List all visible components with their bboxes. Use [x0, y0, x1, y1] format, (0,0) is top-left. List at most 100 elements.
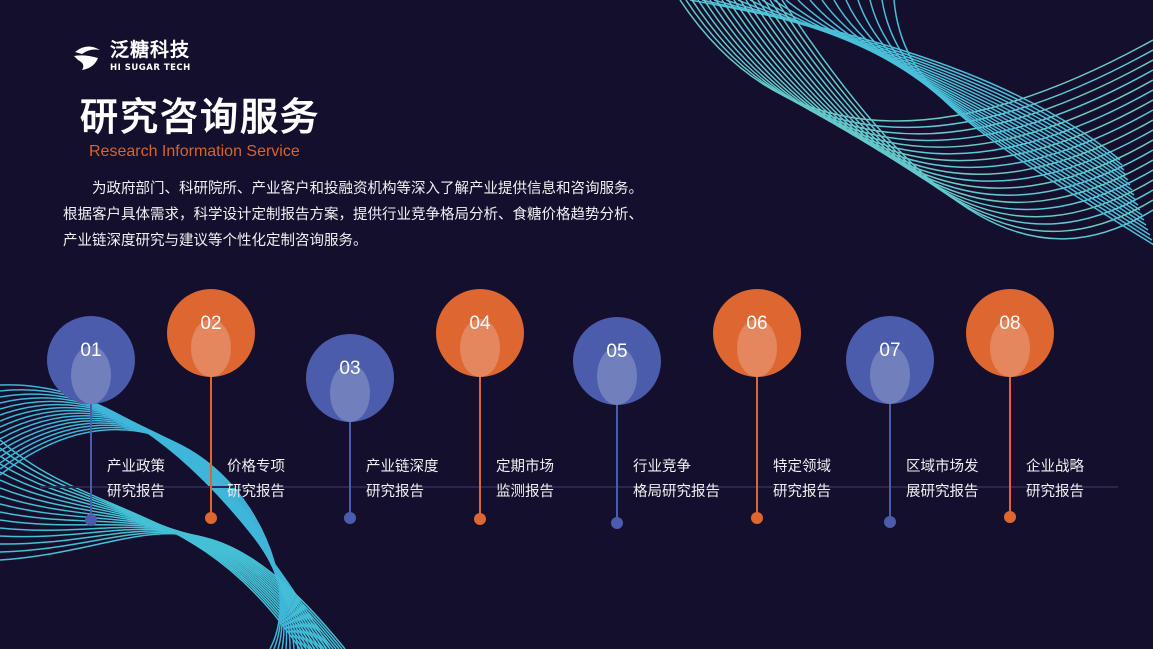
- timeline-dot: [611, 517, 623, 529]
- item-number: 02: [200, 313, 222, 334]
- mesh-line: [0, 531, 343, 649]
- item-number: 05: [606, 341, 628, 362]
- stem: [90, 390, 92, 520]
- label-line1: 区域市场发: [906, 459, 979, 475]
- number-circle: 04: [436, 289, 524, 377]
- stem: [889, 390, 891, 522]
- number-circle: 02: [167, 289, 255, 377]
- circle-highlight: [191, 319, 231, 377]
- number-circle: 07: [846, 316, 934, 404]
- circle-highlight: [737, 319, 777, 377]
- number-circle: 06: [713, 289, 801, 377]
- item-label: 产业政策研究报告: [107, 455, 165, 505]
- label-line2: 研究报告: [1026, 484, 1084, 500]
- mesh-line: [763, 0, 1153, 218]
- item-label: 区域市场发展研究报告: [906, 455, 979, 505]
- mesh-line: [775, 0, 1153, 233]
- mesh-line: [857, 0, 1149, 231]
- number-circle: 03: [306, 334, 394, 422]
- mesh-line: [709, 0, 1153, 155]
- timeline-dot: [205, 512, 217, 524]
- circle-highlight: [870, 346, 910, 404]
- item-label: 特定领域研究报告: [773, 455, 831, 505]
- item-number: 04: [469, 313, 491, 334]
- mesh-line: [697, 0, 1153, 142]
- mesh-line: [0, 389, 327, 649]
- mesh-line: [833, 0, 1145, 221]
- circle-highlight: [460, 319, 500, 377]
- item-label: 定期市场监测报告: [496, 455, 554, 505]
- timeline-dot: [344, 512, 356, 524]
- mesh-line: [725, 0, 1127, 176]
- circle-highlight: [990, 319, 1030, 377]
- circle-highlight: [597, 347, 637, 405]
- mesh-line: [691, 0, 1153, 135]
- label-line1: 特定领域: [773, 459, 831, 475]
- label-line2: 研究报告: [773, 484, 831, 500]
- timeline-dot: [85, 514, 97, 526]
- mesh-line: [809, 0, 1141, 211]
- item-label: 企业战略研究报告: [1026, 455, 1084, 505]
- label-line1: 行业竞争: [633, 459, 691, 475]
- label-line1: 价格专项: [227, 459, 285, 475]
- number-circle: 05: [573, 317, 661, 405]
- logo-cn: 泛糖科技: [110, 39, 191, 61]
- mesh-line: [893, 0, 1153, 246]
- mesh-line: [713, 0, 1125, 171]
- mesh-line: [0, 479, 316, 649]
- item-label: 行业竞争格局研究报告: [633, 455, 720, 505]
- item-number: 01: [80, 340, 102, 361]
- mesh-line: [773, 0, 1135, 196]
- item-number: 07: [879, 340, 901, 361]
- timeline-dot: [1004, 511, 1016, 523]
- stem: [616, 391, 618, 523]
- circle-highlight: [330, 364, 370, 422]
- label-line1: 企业战略: [1026, 459, 1084, 475]
- mesh-line: [0, 528, 337, 649]
- item-number: 03: [339, 358, 361, 379]
- mesh-line: [679, 0, 1153, 122]
- timeline-dot: [474, 513, 486, 525]
- stem: [349, 408, 351, 518]
- mesh-line: [797, 0, 1139, 206]
- mesh-line: [845, 0, 1147, 226]
- mesh-line: [701, 0, 1123, 166]
- mesh-line: [0, 428, 281, 649]
- item-label: 产业链深度研究报告: [366, 455, 439, 505]
- timeline-line: [40, 486, 1118, 488]
- timeline-dot: [751, 512, 763, 524]
- item-number: 08: [999, 313, 1021, 334]
- item-number: 06: [746, 313, 768, 334]
- stem: [756, 363, 758, 518]
- logo: 泛糖科技 HI SUGAR TECH: [72, 40, 191, 73]
- mesh-line: [0, 530, 340, 649]
- mesh-line: [745, 0, 1153, 196]
- page-subtitle: Research Information Service: [89, 143, 300, 160]
- mesh-line: [0, 400, 315, 649]
- mesh-line: [721, 0, 1153, 169]
- mesh-line: [769, 0, 1153, 225]
- logo-icon: [74, 45, 100, 70]
- logo-en: HI SUGAR TECH: [110, 63, 191, 73]
- page-title: 研究咨询服务: [80, 95, 321, 139]
- label-line1: 产业链深度: [366, 459, 439, 475]
- label-line2: 监测报告: [496, 484, 554, 500]
- stem: [1009, 363, 1011, 517]
- timeline-dot: [884, 516, 896, 528]
- mesh-line: [785, 0, 1137, 201]
- circle-highlight: [71, 346, 111, 404]
- mesh-line: [0, 384, 331, 649]
- label-line2: 格局研究报告: [633, 484, 720, 500]
- mesh-line: [0, 526, 334, 649]
- mesh-line: [781, 0, 1153, 240]
- stem: [479, 363, 481, 519]
- stem: [210, 363, 212, 518]
- number-circle: 08: [966, 289, 1054, 377]
- description: 为政府部门、科研院所、产业客户和投融资机构等深入了解产业提供信息和咨询服务。根据…: [63, 181, 643, 249]
- label-line2: 研究报告: [227, 484, 285, 500]
- label-line2: 展研究报告: [906, 484, 979, 500]
- mesh-line: [821, 0, 1143, 216]
- number-circle: 01: [47, 316, 135, 404]
- mesh-line: [0, 487, 319, 649]
